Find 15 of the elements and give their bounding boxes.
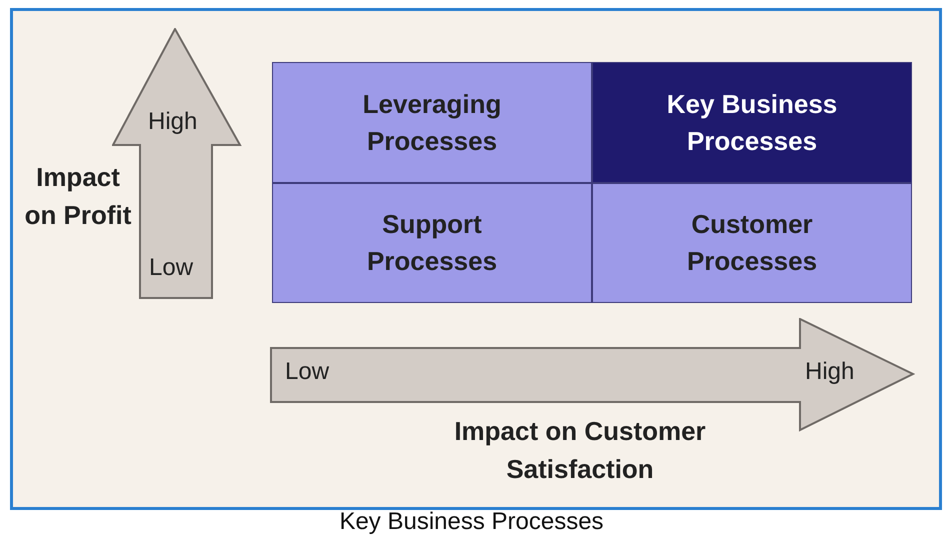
- quadrant-panel: [592, 62, 912, 183]
- axis-level-label: Low: [149, 254, 194, 282]
- axis-level-label: High: [148, 108, 198, 136]
- axis-title: Impact on Customer Satisfaction: [453, 415, 707, 486]
- quadrant-title: Customer Processes: [686, 208, 818, 278]
- caption: Key Business Processes: [338, 508, 605, 536]
- axis-level-label: Low: [285, 358, 330, 386]
- axis-level-label: High: [805, 358, 854, 386]
- axis-title: Impact on Profit: [24, 161, 132, 232]
- quadrant-panel: [272, 183, 592, 303]
- quadrant-panel: [272, 62, 592, 183]
- quadrant-title: Support Processes: [366, 208, 498, 278]
- quadrant-title: Leveraging Processes: [362, 88, 502, 158]
- quadrant-panel: [592, 183, 912, 303]
- quadrant-title: Key Business Processes: [666, 88, 838, 158]
